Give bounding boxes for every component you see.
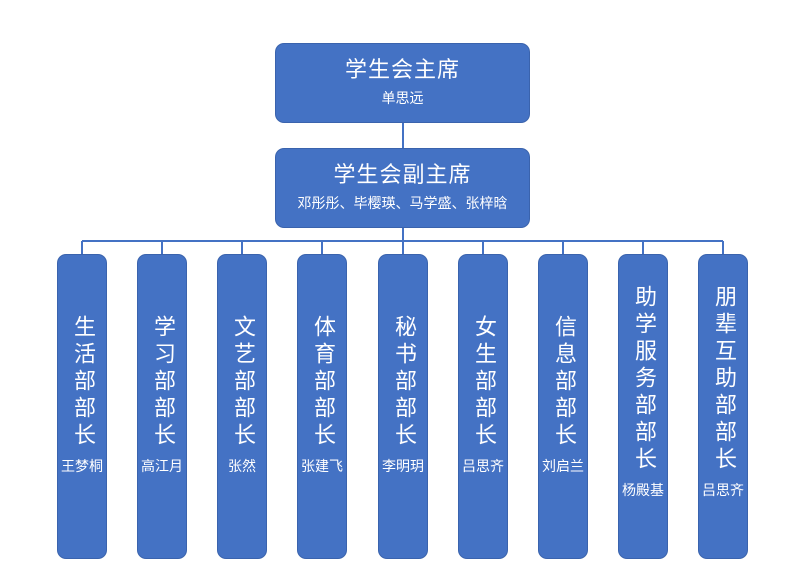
department-head-name: 吕思齐 bbox=[462, 459, 504, 475]
chair-title: 学生会主席 bbox=[344, 58, 460, 83]
department-title: 生活部部长 bbox=[70, 315, 95, 450]
department-node-women: 女生部部长 吕思齐 bbox=[459, 255, 507, 558]
vice-chair-node: 学生会副主席 邓彤彤、毕樱瑛、马学盛、张梓晗 bbox=[276, 149, 529, 227]
department-node-arts: 文艺部部长 张然 bbox=[218, 255, 266, 558]
department-node-student-aid: 助学服务部部长 杨殿基 bbox=[619, 255, 667, 558]
chair-name: 单思远 bbox=[381, 91, 424, 107]
department-node-study: 学习部部长 高江月 bbox=[138, 255, 186, 558]
department-head-name: 张建飞 bbox=[301, 459, 343, 475]
department-title: 助学服务部部长 bbox=[631, 285, 656, 474]
department-head-name: 高江月 bbox=[141, 459, 183, 475]
department-title: 秘书部部长 bbox=[391, 315, 416, 450]
vice-chair-title: 学生会副主席 bbox=[333, 163, 472, 188]
department-title: 体育部部长 bbox=[310, 315, 335, 450]
department-node-secretariat: 秘书部部长 李明玥 bbox=[379, 255, 427, 558]
vice-chair-names: 邓彤彤、毕樱瑛、马学盛、张梓晗 bbox=[297, 196, 508, 212]
department-head-name: 刘启兰 bbox=[542, 459, 584, 475]
department-node-information: 信息部部长 刘启兰 bbox=[539, 255, 587, 558]
department-head-name: 吕思齐 bbox=[702, 483, 744, 499]
department-title: 女生部部长 bbox=[471, 315, 496, 450]
department-title: 信息部部长 bbox=[551, 315, 576, 450]
department-title: 文艺部部长 bbox=[230, 315, 255, 450]
department-head-name: 王梦桐 bbox=[61, 459, 103, 475]
chair-node: 学生会主席 单思远 bbox=[276, 44, 529, 122]
department-node-peer-support: 朋辈互助部部长 吕思齐 bbox=[699, 255, 747, 558]
department-head-name: 张然 bbox=[228, 459, 256, 475]
department-head-name: 李明玥 bbox=[382, 459, 424, 475]
department-node-life: 生活部部长 王梦桐 bbox=[58, 255, 106, 558]
department-node-sports: 体育部部长 张建飞 bbox=[298, 255, 346, 558]
department-title: 学习部部长 bbox=[150, 315, 175, 450]
department-title: 朋辈互助部部长 bbox=[711, 285, 736, 474]
department-head-name: 杨殿基 bbox=[622, 483, 664, 499]
